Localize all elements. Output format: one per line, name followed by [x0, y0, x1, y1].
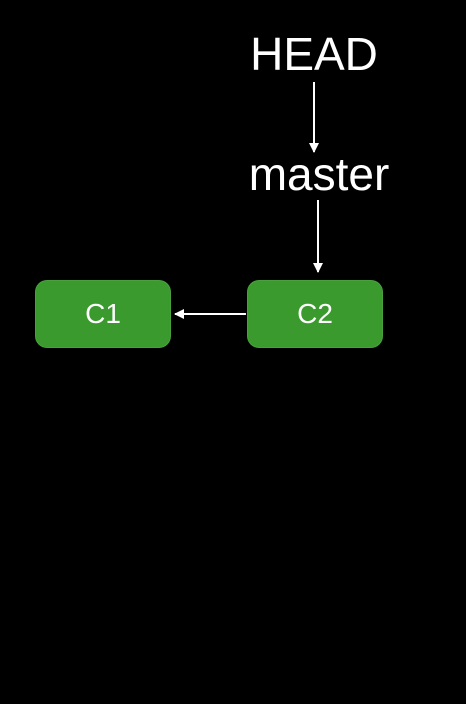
- commit-label-c2: C2: [297, 298, 333, 329]
- commit-node-c1: C1: [35, 280, 171, 348]
- commit-label-c1: C1: [85, 298, 121, 329]
- commit-node-c2: C2: [247, 280, 383, 348]
- branch-pointer-label: master: [248, 148, 390, 200]
- head-pointer-label: HEAD: [250, 28, 378, 80]
